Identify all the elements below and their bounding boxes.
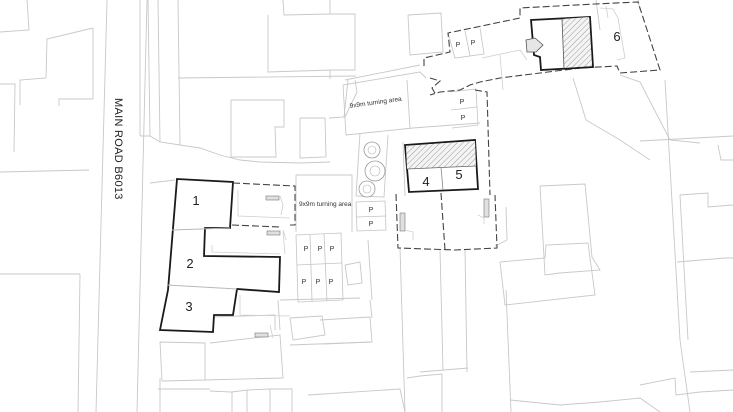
- parking-label: P: [369, 221, 374, 228]
- parking-label: P: [316, 279, 321, 286]
- parking-label: P: [456, 42, 461, 49]
- plot-6-label: 6: [613, 29, 620, 44]
- parking-label: P: [471, 40, 476, 47]
- parking-label: P: [461, 115, 466, 122]
- plot-4-label: 4: [422, 174, 429, 189]
- plot-2-label: 2: [186, 256, 193, 271]
- turning-area-label-1: 9x9m turning area: [349, 96, 402, 110]
- trees: [358, 141, 386, 198]
- parking-label: P: [302, 279, 307, 286]
- plot-5-label: 5: [455, 167, 462, 182]
- plots-4-5: [395, 89, 498, 251]
- parking-bays: [295, 27, 485, 303]
- parking-label: P: [460, 99, 465, 106]
- turning-area-label-2: 9x9m turning area: [299, 201, 352, 208]
- plot-6-site: [423, 1, 661, 96]
- parking-label: P: [369, 207, 374, 214]
- plot-3-label: 3: [185, 299, 192, 314]
- plots-1-2-3: [158, 174, 353, 339]
- parking-label: P: [330, 246, 335, 253]
- parking-label: P: [318, 246, 323, 253]
- plot-1-label: 1: [192, 193, 199, 208]
- parking-label: P: [304, 246, 309, 253]
- road-label: MAIN ROAD B6013: [112, 98, 124, 200]
- parking-label: P: [329, 279, 334, 286]
